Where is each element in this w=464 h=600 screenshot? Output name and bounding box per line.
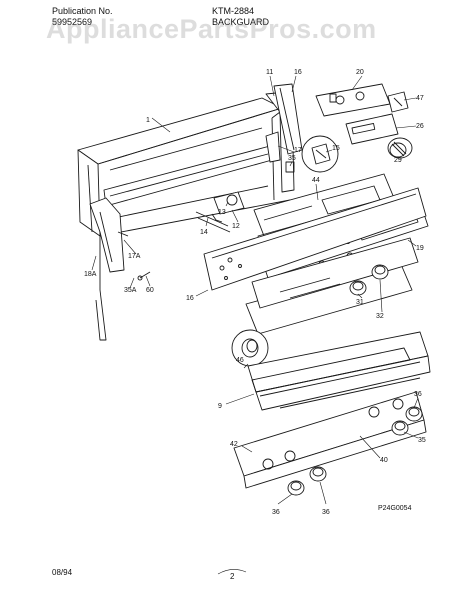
label-part-13: 13 — [218, 209, 226, 216]
screw — [137, 271, 151, 281]
label-part-12: 12 — [232, 223, 240, 230]
control-knobs-upper — [349, 264, 389, 296]
switch-detail — [285, 135, 339, 173]
mounting-bracket — [265, 131, 281, 163]
label-part-26: 26 — [416, 123, 424, 130]
label-part-19: 19 — [416, 245, 424, 252]
label-part-46: 46 — [236, 357, 244, 364]
top-control-panel — [315, 83, 409, 117]
leader-lines — [91, 75, 419, 505]
model-number: KTM-2884 — [212, 6, 255, 16]
label-part-15: 15 — [332, 145, 340, 152]
diagram-code: P24G0054 — [378, 505, 412, 512]
label-part-17A: 17A — [128, 253, 141, 260]
label-part-20: 20 — [356, 69, 364, 76]
footer-date: 08/94 — [52, 568, 73, 577]
timer-knob — [387, 137, 413, 159]
label-part-60: 60 — [146, 287, 154, 294]
lower-trim-panel — [233, 391, 427, 489]
label-part-29: 29 — [394, 157, 402, 164]
end-cap-left — [89, 197, 129, 273]
clock-motor-assembly — [195, 191, 245, 233]
page-number-swoosh — [217, 569, 247, 575]
label-part-35-lower: 35 — [418, 437, 426, 444]
label-part-44: 44 — [312, 177, 320, 184]
label-part-14: 14 — [200, 229, 208, 236]
control-knobs-lower — [287, 406, 423, 496]
footer-page-number: 2 — [230, 572, 235, 581]
label-part-16-lower: 16 — [186, 295, 194, 302]
label-part-35A: 35A — [124, 287, 137, 294]
label-part-9: 9 — [218, 403, 222, 410]
label-part-47: 47 — [416, 95, 424, 102]
backguard-housing — [77, 97, 291, 341]
label-part-35: 35 — [288, 155, 296, 162]
overlay-plate — [245, 237, 419, 335]
label-part-16: 16 — [294, 69, 302, 76]
label-part-1: 1 — [146, 117, 150, 124]
section-title: BACKGUARD — [212, 17, 270, 27]
label-part-17: 17 — [294, 147, 302, 154]
publication-number: 59952569 — [52, 17, 93, 27]
label-part-36-center: 36 — [322, 509, 330, 516]
label-part-11: 11 — [266, 69, 273, 76]
label-part-32: 32 — [376, 313, 384, 320]
label-part-42: 42 — [230, 441, 238, 448]
watermark: AppliancePartsPros.com — [46, 14, 377, 44]
label-part-40: 40 — [380, 457, 388, 464]
label-part-18A: 18A — [84, 271, 97, 278]
label-part-31: 31 — [356, 299, 364, 306]
label-part-36-right: 36 — [414, 391, 422, 398]
publication-label: Publication No. — [52, 6, 113, 16]
control-panel-body — [247, 331, 431, 411]
rating-plate — [345, 113, 399, 145]
label-part-36-left: 36 — [272, 509, 280, 516]
